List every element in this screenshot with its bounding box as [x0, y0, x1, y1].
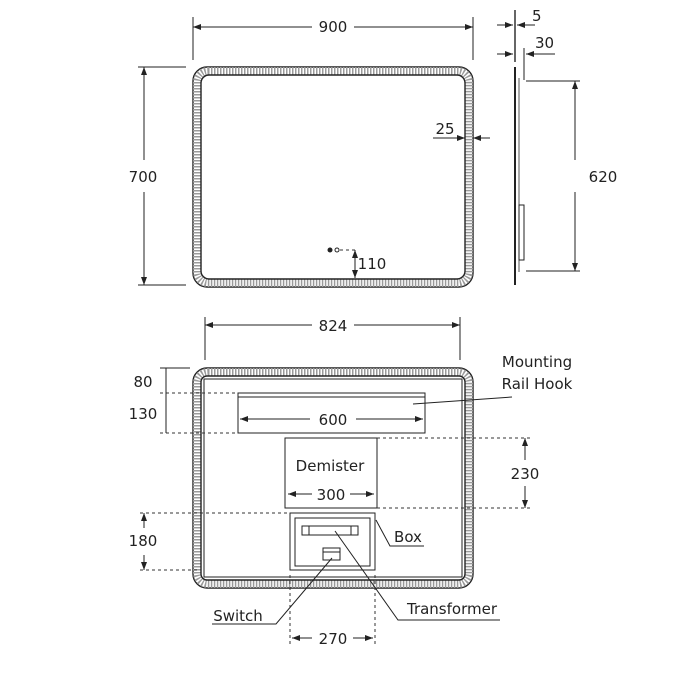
demister-230-label: 230 — [511, 465, 540, 483]
mounting-rail — [237, 392, 426, 434]
demister-300-label: 300 — [317, 486, 346, 504]
switch-label: Switch — [213, 607, 263, 625]
transformer-label: Transformer — [406, 600, 498, 618]
rail-620-label: 620 — [589, 168, 618, 186]
front-view: 900 700 25 110 — [129, 17, 490, 288]
transformer — [301, 525, 359, 536]
mounting-label-line1: Mounting — [502, 353, 572, 371]
back-view: 824 80 130 600 Demister 300 230 — [129, 317, 573, 648]
rail-top-80-label: 80 — [133, 373, 152, 391]
depth-30-label: 30 — [535, 34, 554, 52]
switch-110-label: 110 — [358, 255, 387, 273]
switch — [322, 547, 341, 561]
rail-130-label: 130 — [129, 405, 158, 423]
demister-pad — [284, 437, 378, 509]
demister-label: Demister — [296, 457, 365, 475]
box-270-label: 270 — [319, 630, 348, 648]
side-view: 5 30 620 — [497, 7, 617, 285]
width-900-label: 900 — [319, 18, 348, 36]
box-180-label: 180 — [129, 532, 158, 550]
height-700-label: 700 — [129, 168, 158, 186]
width-824-label: 824 — [319, 317, 348, 335]
mounting-label-line2: Rail Hook — [502, 375, 573, 393]
glass-5-label: 5 — [532, 7, 542, 25]
border-25-label: 25 — [435, 120, 454, 138]
box-label: Box — [394, 528, 422, 546]
rail-600-label: 600 — [319, 411, 348, 429]
transformer-box — [289, 512, 376, 571]
switch-dot-icon — [327, 247, 333, 253]
